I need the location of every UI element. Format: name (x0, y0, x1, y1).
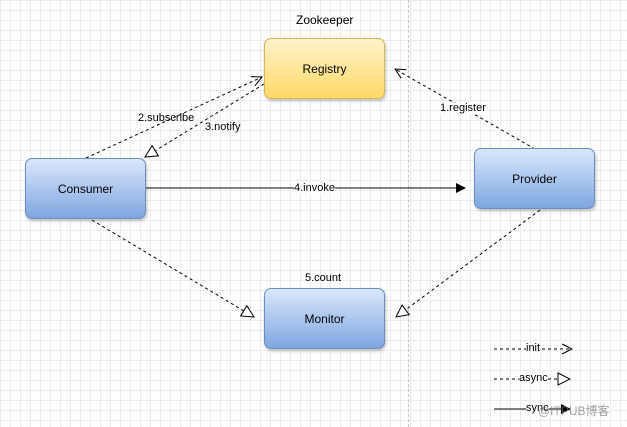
zookeeper-title: Zookeeper (296, 13, 354, 27)
consumer-label: Consumer (57, 181, 114, 196)
registry-label: Registry (302, 61, 347, 76)
legend-async-label: async (519, 372, 548, 384)
legend-init-label: init (526, 342, 541, 354)
registry-node[interactable]: Registry (264, 38, 385, 99)
edge-label-invoke: 4.invoke (294, 182, 335, 194)
edge-label-subscribe: 2.subscribe (138, 112, 195, 124)
edge-label-count: 5.count (305, 272, 342, 284)
page-break-line (408, 0, 409, 427)
edge-provider-monitor[interactable] (396, 209, 541, 317)
edge-consumer-monitor[interactable] (91, 219, 254, 317)
provider-node[interactable]: Provider (474, 148, 595, 209)
watermark-text: @ITPUB博客 (538, 404, 610, 418)
monitor-node[interactable]: Monitor (264, 288, 385, 349)
edge-label-register: 1.register (440, 102, 486, 114)
provider-label: Provider (512, 171, 557, 186)
edge-notify[interactable] (145, 83, 265, 157)
legend-sync-label: sync (526, 402, 549, 414)
edge-subscribe[interactable] (85, 77, 262, 159)
edge-label-notify: 3.notify (205, 121, 241, 133)
consumer-node[interactable]: Consumer (25, 158, 146, 219)
monitor-label: Monitor (304, 311, 345, 326)
